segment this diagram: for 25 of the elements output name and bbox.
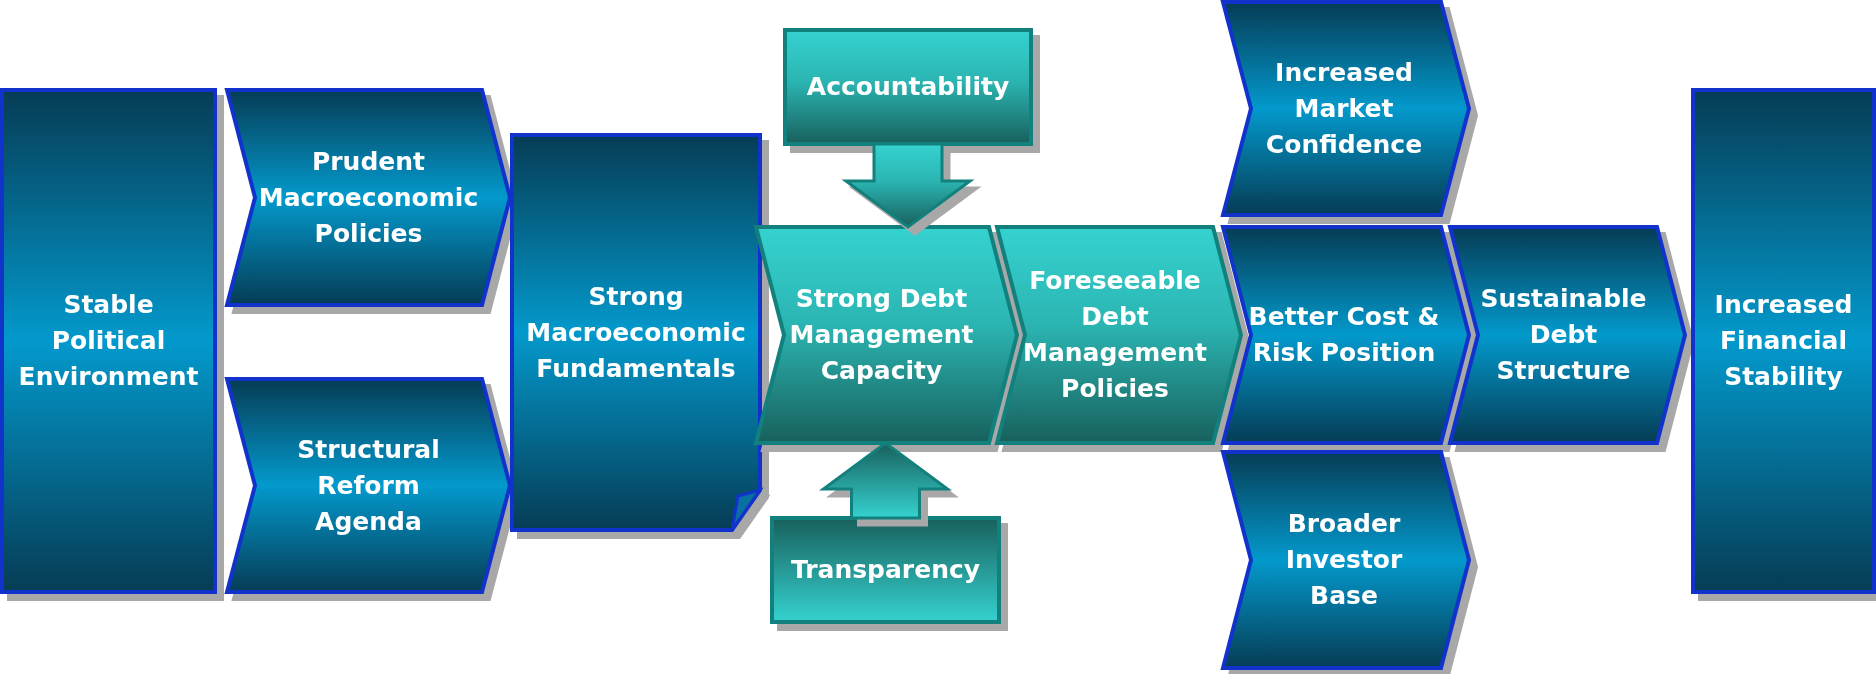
step-label: Sustainable Debt Structure [1479, 283, 1648, 387]
chevron-step [1223, 452, 1469, 668]
chevron-step [227, 90, 510, 305]
step-label: Structural Reform Agenda [297, 433, 440, 538]
step-label: Stable Political Environment [17, 289, 200, 393]
process-box [2, 90, 215, 592]
step-label: Strong Macroeconomic Fundamentals [525, 280, 747, 385]
step-label: Accountability [806, 71, 1010, 103]
step-label: Foreseeable Debt Management Policies [1023, 265, 1207, 405]
chevron-step [1223, 227, 1469, 443]
step-label: Increased Financial Stability [1713, 289, 1854, 393]
chevron-step [756, 227, 1017, 443]
chevron-step [227, 379, 510, 592]
process-box [772, 518, 999, 622]
step-label: Better Cost & Risk Position [1247, 301, 1441, 369]
step-label: Transparency [790, 554, 981, 586]
step-label: Broader Investor Base [1284, 508, 1404, 612]
step-label: Increased Market Confidence [1264, 56, 1424, 161]
process-box [1693, 90, 1874, 592]
process-box [785, 30, 1031, 144]
chevron-step [997, 227, 1241, 443]
chevron-step [1223, 2, 1469, 215]
step-label: Strong Debt Management Capacity [789, 283, 974, 387]
chevron-step [1450, 227, 1685, 443]
step-label: Prudent Macroeconomic Policies [258, 145, 479, 250]
